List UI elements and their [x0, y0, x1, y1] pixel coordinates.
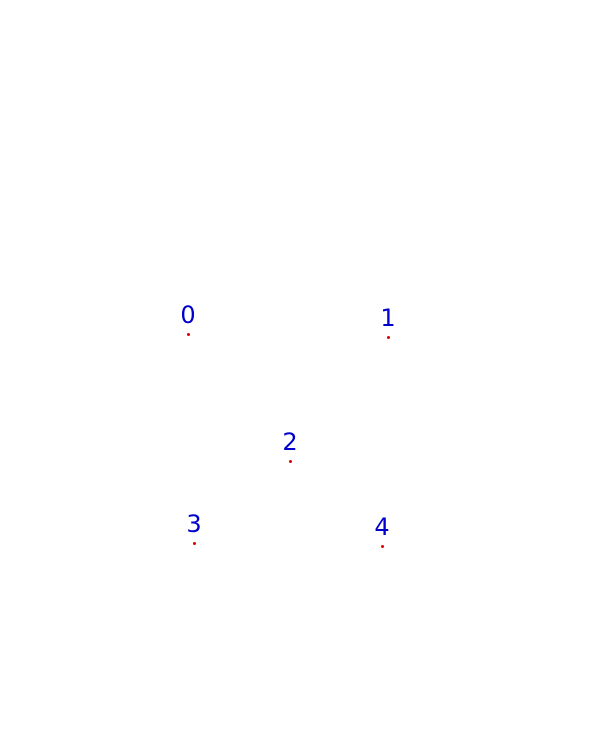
point-3-label: 3: [186, 510, 202, 538]
point-1-marker: [386, 335, 390, 339]
point-2-label: 2: [282, 428, 298, 456]
point-1-label: 1: [380, 304, 396, 332]
point-3-marker: [192, 541, 196, 545]
point-0-marker: [186, 332, 190, 336]
point-0-label: 0: [180, 301, 196, 329]
point-4-marker: [380, 544, 384, 548]
point-2-marker: [288, 459, 292, 463]
point-4-label: 4: [374, 513, 390, 541]
